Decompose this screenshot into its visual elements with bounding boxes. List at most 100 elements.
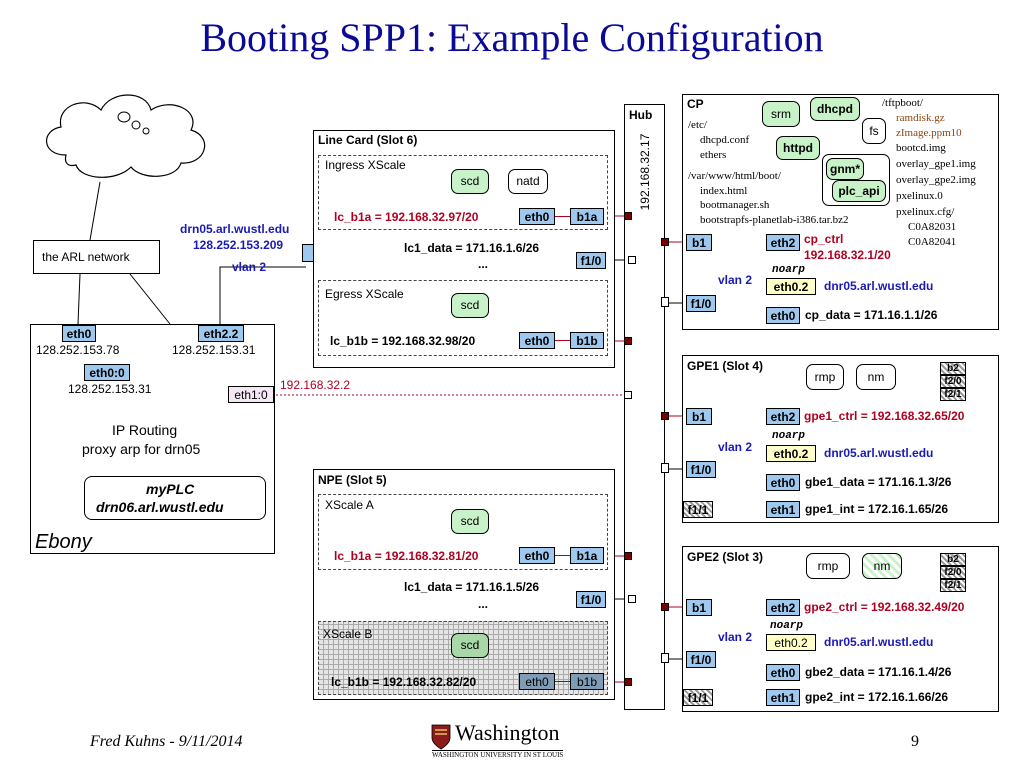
ebony-eth22[interactable]: eth2.2	[198, 325, 244, 342]
npe-f10[interactable]: f1/0	[576, 591, 606, 608]
cp-tftp-1: ramdisk.gz	[896, 112, 945, 124]
footer-author: Fred Kuhns - 9/11/2014	[90, 733, 243, 750]
gpe2-f20[interactable]: f2/0	[940, 566, 966, 579]
cp-b1[interactable]: b1	[686, 234, 712, 251]
linecard-title: Line Card (Slot 6)	[318, 133, 418, 147]
ebony-eth10[interactable]: eth1:0	[228, 386, 274, 403]
hub-port-gpe1-f10[interactable]	[661, 463, 669, 473]
cp-tftp-4: overlay_gpe1.img	[896, 158, 976, 170]
cp-www-0: /var/www/html/boot/	[688, 170, 781, 182]
linecard-natd: natd	[508, 169, 548, 194]
gpe2-eth1[interactable]: eth1	[766, 689, 800, 706]
gpe2-eth0[interactable]: eth0	[766, 664, 800, 681]
gpe2-f10[interactable]: f1/0	[686, 651, 716, 668]
hub-port-lc-f10[interactable]	[628, 256, 636, 264]
linecard-dots: ...	[478, 257, 489, 271]
cp-etc-2: ethers	[700, 149, 727, 161]
linecard-b1b[interactable]: b1b	[570, 332, 604, 349]
cp-tftp-9: C0A82041	[908, 236, 957, 248]
hub-port-gpe1-b1[interactable]	[661, 412, 669, 420]
cp-box	[682, 94, 999, 330]
gpe1-b2[interactable]: b2	[940, 362, 966, 375]
gpe2-vlan: vlan 2	[718, 630, 753, 644]
ebony-line1: IP Routing	[112, 422, 178, 438]
hub-port-npe-f10[interactable]	[628, 595, 636, 603]
npe-eth0-b[interactable]: eth0	[519, 673, 555, 690]
gpe1-ctrl: gpe1_ctrl = 192.168.32.65/20	[804, 409, 965, 423]
hub-port-gpe2-b1[interactable]	[661, 603, 669, 611]
gpe2-noarp: noarp	[770, 620, 804, 632]
cp-dhcpd: dhcpd	[810, 97, 860, 121]
cp-etc-0: /etc/	[688, 119, 707, 131]
cp-tftp-3: bootcd.img	[896, 142, 946, 154]
ebony-name: Ebony	[35, 531, 92, 553]
gpe2-data: gbe2_data = 171.16.1.4/26	[805, 665, 952, 679]
gpe1-eth2[interactable]: eth2	[766, 408, 800, 425]
hub-port-ebony[interactable]	[624, 391, 632, 399]
gpe2-f21[interactable]: f2/1	[940, 579, 966, 592]
cp-data: cp_data = 171.16.1.1/26	[805, 308, 938, 322]
cp-eth02[interactable]: eth0.2	[766, 278, 816, 295]
hub-port-lc-b1b[interactable]	[624, 337, 632, 345]
cp-plc-api: plc_api	[832, 180, 886, 202]
hub-port-cp-b1[interactable]	[661, 238, 669, 246]
gpe1-f11[interactable]: f1/1	[683, 501, 713, 518]
ebony-eth00[interactable]: eth0:0	[84, 364, 130, 381]
linecard-link-a	[555, 216, 570, 217]
gpe1-f21[interactable]: f2/1	[940, 388, 966, 401]
myplc-box	[84, 476, 266, 520]
arl-network-label: the ARL network	[42, 250, 130, 264]
hub-port-cp-f10[interactable]	[661, 297, 669, 307]
npe-lc-b1b: lc_b1b = 192.168.32.82/20	[331, 675, 477, 689]
xscale-b-title: XScale B	[323, 627, 373, 641]
npe-link-a	[555, 555, 570, 556]
ebony-eth22-ip: 128.252.153.31	[172, 343, 256, 357]
hub-port-npe-b1a[interactable]	[624, 552, 632, 560]
gpe1-int: gpe1_int = 172.16.1.65/26	[805, 502, 949, 516]
cp-tftp-8: C0A82031	[908, 221, 957, 233]
cp-etc-1: dhcpd.conf	[700, 134, 750, 146]
linecard-eth0-b[interactable]: eth0	[519, 332, 555, 349]
gpe2-f11[interactable]: f1/1	[683, 689, 713, 706]
gpe1-f10[interactable]: f1/0	[686, 461, 716, 478]
gpe1-eth0[interactable]: eth0	[766, 474, 800, 491]
xscale-a-title: XScale A	[325, 498, 374, 512]
npe-eth0-a[interactable]: eth0	[519, 547, 555, 564]
npe-b1a[interactable]: b1a	[570, 547, 604, 564]
cp-f10[interactable]: f1/0	[686, 295, 716, 312]
gpe1-b1[interactable]: b1	[686, 408, 712, 425]
drn05-ip: 128.252.153.209	[193, 238, 284, 252]
npe-b1b[interactable]: b1b	[570, 673, 604, 690]
gpe2-eth02[interactable]: eth0.2	[766, 634, 816, 651]
gpe1-eth02[interactable]: eth0.2	[766, 445, 816, 462]
gpe2-b2[interactable]: b2	[940, 553, 966, 566]
gpe1-eth1[interactable]: eth1	[766, 501, 800, 518]
cp-gnm: gnm*	[826, 158, 864, 180]
myplc-host: drn06.arl.wustl.edu	[96, 499, 224, 515]
hub-port-gpe2-f10[interactable]	[661, 653, 669, 663]
cp-eth2[interactable]: eth2	[766, 234, 800, 251]
npe-lc-b1a: lc_b1a = 192.168.32.81/20	[334, 549, 479, 563]
ebony-line2: proxy arp for drn05	[82, 441, 201, 457]
cp-title: CP	[687, 97, 704, 111]
linecard-scd-egress: scd	[451, 293, 489, 318]
gpe2-int: gpe2_int = 172.16.1.66/26	[805, 690, 949, 704]
linecard-link-b	[555, 340, 570, 341]
cp-eth0[interactable]: eth0	[766, 307, 800, 324]
gpe1-f20[interactable]: f2/0	[940, 375, 966, 388]
gpe1-vlan: vlan 2	[718, 440, 753, 454]
hub-port-npe-b1b[interactable]	[624, 678, 632, 686]
gpe2-b1[interactable]: b1	[686, 599, 712, 616]
linecard-f10[interactable]: f1/0	[576, 252, 606, 269]
ebony-eth10-ip: 192.168.32.2	[280, 378, 351, 392]
egress-title: Egress XScale	[325, 287, 404, 301]
linecard-b1a[interactable]: b1a	[570, 208, 604, 225]
ebony-eth0-ip: 128.252.153.78	[36, 343, 120, 357]
gpe2-eth2[interactable]: eth2	[766, 599, 800, 616]
cp-vlan: vlan 2	[718, 273, 753, 287]
linecard-scd: scd	[451, 169, 489, 194]
cp-tftp-2: zImage.ppm10	[896, 127, 962, 139]
linecard-eth0-a[interactable]: eth0	[519, 208, 555, 225]
ebony-eth0[interactable]: eth0	[62, 325, 96, 342]
hub-port-lc-b1a[interactable]	[624, 212, 632, 220]
